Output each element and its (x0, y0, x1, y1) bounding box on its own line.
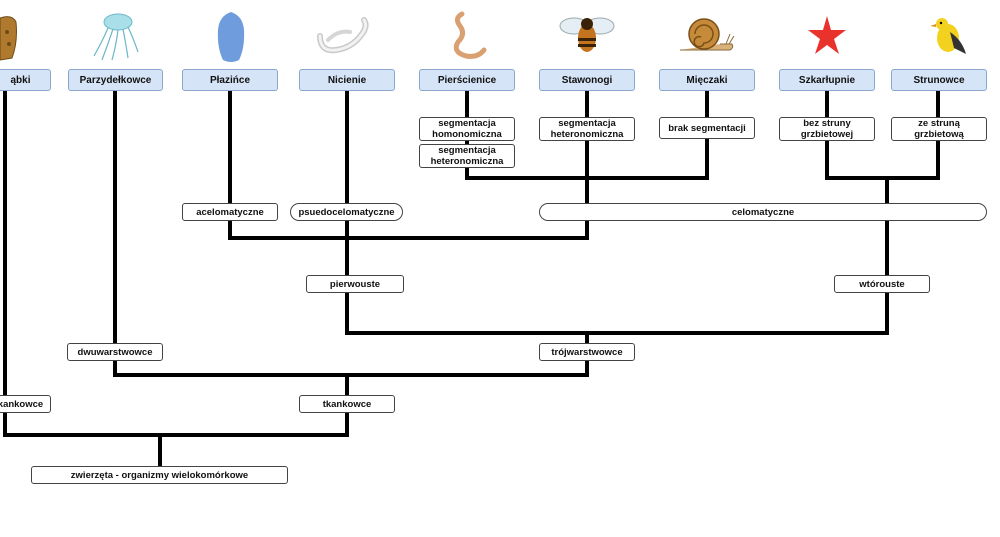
taxon-cnidarians: Parzydełkowce (68, 69, 163, 91)
bird-icon (930, 18, 966, 54)
trait-triploblasts: trójwarstwowce (539, 343, 635, 361)
taxon-nematodes: Nicienie (299, 69, 395, 91)
trait-without-notochord: bez struny grzbietowej (779, 117, 875, 141)
trait-acoelomate: acelomatyczne (182, 203, 278, 221)
trait-deuterostomes: wtórouste (834, 275, 930, 293)
starfish-icon (808, 16, 846, 54)
taxon-flatworms: Płazińce (182, 69, 278, 91)
trait-tissue-animals-left: kankowce (0, 395, 51, 413)
taxon-chordates: Strunowce (891, 69, 987, 91)
trait-heteronomous-segmentation-annelids: segmentacja heteronomiczna (419, 144, 515, 168)
earthworm-icon (453, 11, 487, 59)
trait-no-segmentation: brak segmentacji (659, 117, 755, 139)
trait-tissue-animals: tkankowce (299, 395, 395, 413)
flatworm-icon (217, 12, 245, 62)
snail-icon (680, 18, 735, 51)
taxon-arthropods: Stawonogi (539, 69, 635, 91)
taxon-sponges: ąbki (0, 69, 51, 91)
taxon-echinoderms: Szkarłupnie (779, 69, 875, 91)
taxon-molluscs: Mięczaki (659, 69, 755, 91)
trait-homonomous-segmentation: segmentacja homonomiczna (419, 117, 515, 141)
trait-with-notochord: ze struną grzbietową (891, 117, 987, 141)
trait-protostomes: pierwouste (306, 275, 404, 293)
bee-icon (559, 17, 615, 52)
trait-heteronomous-segmentation: segmentacja heteronomiczna (539, 117, 635, 141)
jellyfish-icon (93, 13, 139, 61)
roundworm-icon (317, 17, 369, 54)
trait-coelomate: celomatyczne (539, 203, 987, 221)
taxon-annelids: Pierścienice (419, 69, 515, 91)
sponge-icon (0, 16, 17, 61)
trait-pseudocoelomate: psuedocelomatyczne (290, 203, 403, 221)
trait-diploblasts: dwuwarstwowce (67, 343, 163, 361)
trait-animals-multicellular: zwierzęta - organizmy wielokomórkowe (31, 466, 288, 484)
